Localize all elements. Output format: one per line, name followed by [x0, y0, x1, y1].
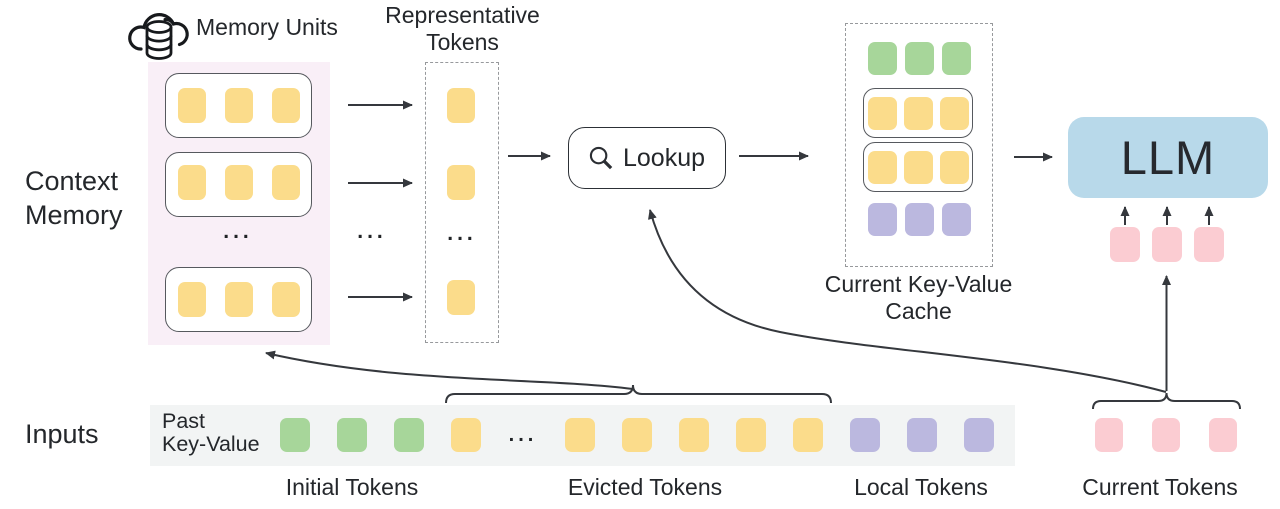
- lookup-box: Lookup: [568, 127, 726, 189]
- representative-tokens-label-line2: Tokens: [426, 29, 499, 55]
- representative-token: [447, 165, 475, 200]
- token-yellow: [939, 150, 969, 184]
- token-yellow: [565, 418, 595, 452]
- token-yellow: [272, 165, 300, 200]
- token-yellow: [447, 165, 475, 200]
- representative-tokens-label-line1: Representative: [385, 2, 540, 28]
- representative-tokens-box: [425, 62, 499, 343]
- memory-unit-tokens: [178, 282, 300, 317]
- local-tokens-label: Local Tokens: [854, 474, 988, 500]
- token-green: [280, 418, 310, 452]
- token-green: [394, 418, 424, 452]
- token-purple: [964, 418, 994, 452]
- token-pink: [1152, 418, 1180, 452]
- token-pink: [1152, 227, 1182, 262]
- current-kv-cache-label-line1: Current Key-Value: [824, 271, 1013, 297]
- representative-tokens-label: Representative Tokens: [385, 2, 540, 56]
- context-memory-label-line1: Context: [25, 166, 119, 196]
- token-pink: [1194, 227, 1224, 262]
- cache-unit-tokens: [867, 96, 969, 130]
- token-yellow: [447, 88, 475, 123]
- token-yellow: [225, 165, 253, 200]
- brace-evicted-tokens: [445, 384, 832, 404]
- token-yellow: [867, 96, 897, 130]
- token-purple: [907, 418, 937, 452]
- token-yellow: [736, 418, 766, 452]
- cache-unit-tokens: [867, 150, 969, 184]
- token-pink: [1110, 227, 1140, 262]
- token-green: [337, 418, 367, 452]
- token-yellow: [867, 150, 897, 184]
- representative-ellipsis: ...: [447, 222, 477, 245]
- token-yellow: [225, 282, 253, 317]
- token-pink: [1209, 418, 1237, 452]
- llm-input-tokens: [1110, 227, 1224, 262]
- token-yellow: [451, 418, 481, 452]
- curve-evicted-to-memory: [265, 350, 634, 390]
- token-green: [868, 42, 897, 75]
- token-yellow: [447, 280, 475, 315]
- context-memory-label-line2: Memory: [25, 200, 123, 230]
- representative-token: [447, 88, 475, 123]
- cache-memory-unit: [863, 142, 973, 192]
- token-yellow: [793, 418, 823, 452]
- initial-tokens-row: [280, 418, 424, 452]
- token-yellow: [622, 418, 652, 452]
- token-pink: [1095, 418, 1123, 452]
- token-green: [942, 42, 971, 75]
- brace-current-tokens: [1092, 392, 1241, 410]
- token-purple: [905, 203, 934, 236]
- inputs-ellipsis: ...: [508, 424, 538, 446]
- token-yellow: [225, 88, 253, 123]
- cache-local-tokens: [868, 203, 971, 236]
- lookup-label: Lookup: [622, 143, 706, 172]
- memory-ellipsis: ...: [223, 220, 253, 243]
- context-memory-label: Context Memory: [25, 164, 123, 232]
- token-yellow: [178, 88, 206, 123]
- token-yellow: [272, 282, 300, 317]
- evicted-tokens-label: Evicted Tokens: [567, 474, 723, 500]
- token-yellow: [679, 418, 709, 452]
- token-yellow: [272, 88, 300, 123]
- current-kv-cache-label-line2: Cache: [885, 298, 952, 324]
- cache-memory-unit: [863, 88, 973, 138]
- inputs-label: Inputs: [25, 419, 99, 449]
- current-tokens-label: Current Tokens: [1082, 474, 1238, 500]
- llm-label: LLM: [1120, 131, 1216, 184]
- token-purple: [868, 203, 897, 236]
- token-purple: [850, 418, 880, 452]
- search-icon: [589, 146, 613, 169]
- past-key-value-label-line1: Past: [162, 409, 206, 433]
- past-key-value-label: Past Key-Value: [162, 410, 260, 456]
- initial-tokens-label: Initial Tokens: [285, 474, 419, 500]
- between-ellipsis: ...: [357, 220, 387, 243]
- evicted-tokens-row-head: [451, 418, 481, 452]
- memory-units-label: Memory Units: [196, 14, 338, 40]
- past-key-value-label-line2: Key-Value: [162, 432, 260, 456]
- evicted-tokens-row-tail: [565, 418, 823, 452]
- token-green: [905, 42, 934, 75]
- llm-box: LLM: [1068, 117, 1268, 198]
- local-tokens-row: [850, 418, 994, 452]
- current-kv-cache-label: Current Key-Value Cache: [820, 271, 1017, 325]
- current-tokens-row: [1095, 418, 1237, 452]
- representative-token: [447, 280, 475, 315]
- token-yellow: [903, 96, 933, 130]
- token-yellow: [939, 96, 969, 130]
- token-yellow: [903, 150, 933, 184]
- cache-initial-tokens: [868, 42, 971, 75]
- token-purple: [942, 203, 971, 236]
- memory-unit-tokens: [178, 165, 300, 200]
- token-yellow: [178, 165, 206, 200]
- memory-unit-tokens: [178, 88, 300, 123]
- token-yellow: [178, 282, 206, 317]
- memory-cloud-database-icon: [128, 13, 189, 60]
